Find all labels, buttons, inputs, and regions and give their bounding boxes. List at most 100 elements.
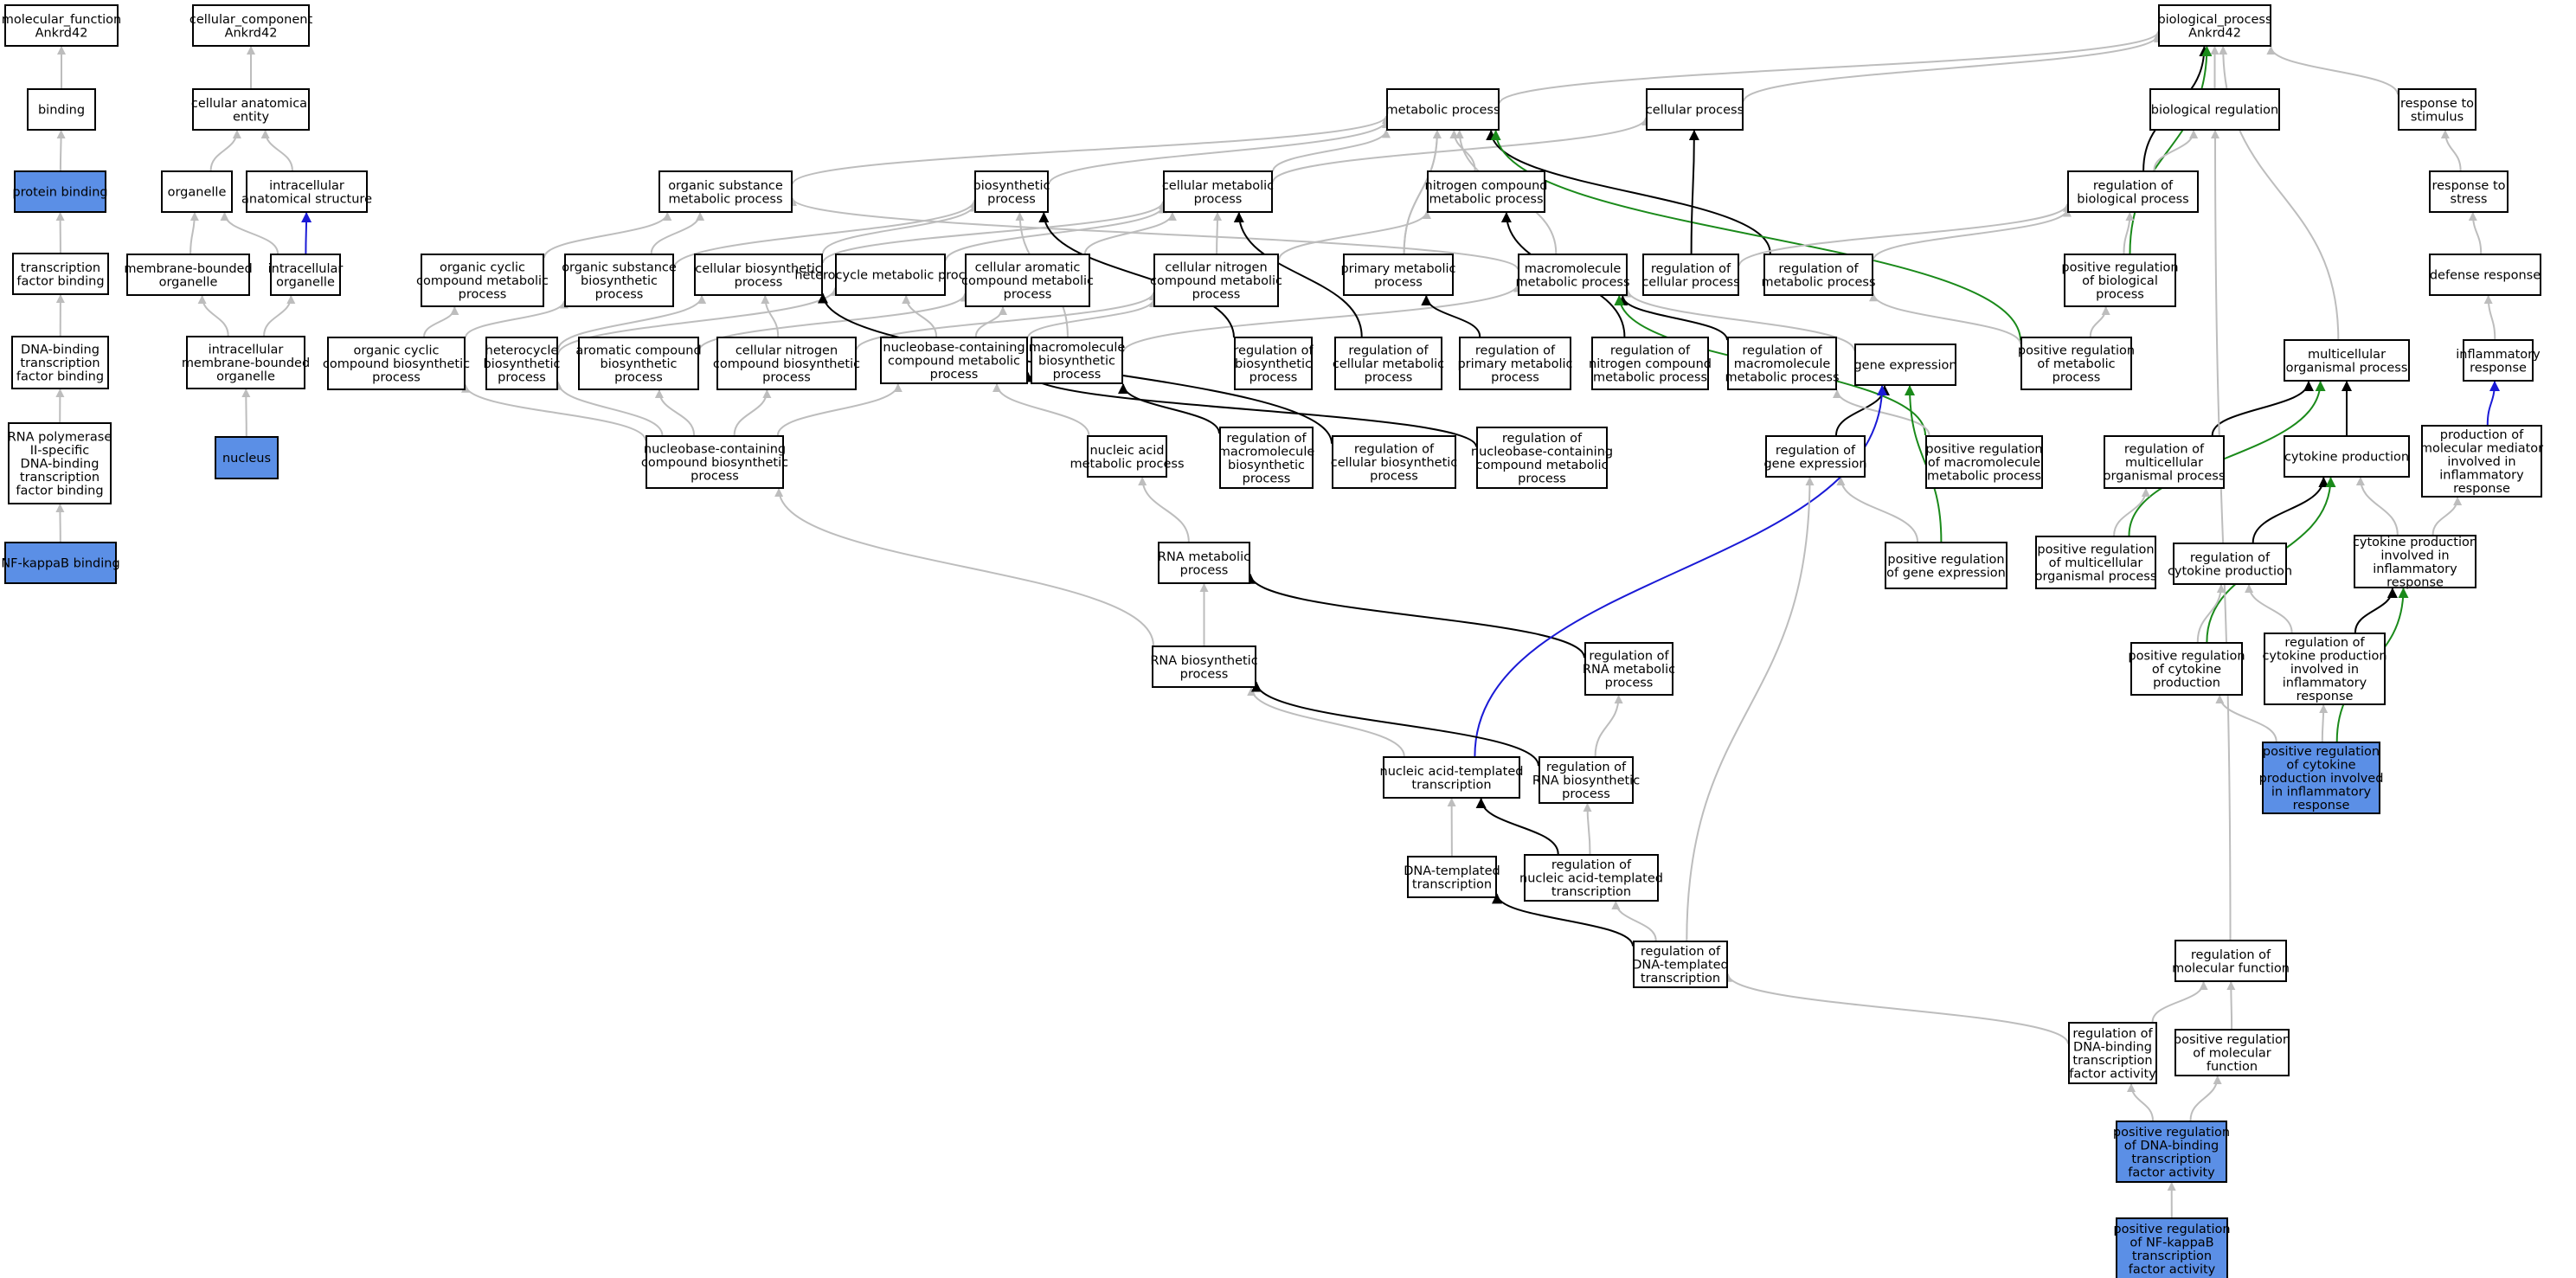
- go-term-node-organelle[interactable]: organelle: [161, 170, 233, 213]
- edge-regulates-reg_cyt_inflam-to-cyt_inflam: [2354, 588, 2398, 633]
- node-box: [1518, 254, 1628, 296]
- go-term-node-rnap2-binding[interactable]: RNA polymeraseII-specificDNA-bindingtran…: [8, 422, 112, 504]
- go-term-node-bioreg[interactable]: biological regulation: [2149, 88, 2280, 131]
- node-label-line: organelle: [216, 370, 275, 384]
- node-box: [716, 337, 857, 390]
- node-label-line: response to: [2400, 97, 2474, 111]
- go-term-node-hmp[interactable]: heterocycle metabolic process: [794, 254, 986, 296]
- go-term-node-reg-dbtfa[interactable]: regulation ofDNA-bindingtranscriptionfac…: [2068, 1022, 2157, 1084]
- node-label-line: response: [2293, 799, 2350, 812]
- go-term-node-reg-nbccmp[interactable]: regulation ofnucleobase-containingcompou…: [1471, 427, 1613, 489]
- node-label-line: metabolic process: [1515, 275, 1629, 289]
- node-label-line: regulation of: [2072, 1027, 2153, 1041]
- node-label-line: cellular anatomical: [191, 97, 311, 111]
- node-label-line: defense response: [2430, 269, 2541, 283]
- go-term-node-binding[interactable]: binding: [27, 88, 96, 131]
- edge-regulates-reg_mmp-to-mmp: [1617, 295, 1728, 341]
- node-label-line: metabolic process: [668, 192, 782, 206]
- go-term-node-protein-binding[interactable]: protein binding: [12, 170, 108, 213]
- node-label-line: Ankrd42: [35, 26, 88, 40]
- go-term-node-defense[interactable]: defense response: [2429, 254, 2541, 296]
- go-term-node-gexp[interactable]: gene expression: [1853, 344, 1957, 386]
- node-label-line: process: [1180, 563, 1229, 577]
- node-label-line: organismal process: [2035, 570, 2157, 584]
- go-term-node-reg-mbp[interactable]: regulation ofmacromoleculebiosyntheticpr…: [1218, 427, 1315, 489]
- go-term-node-nucleus[interactable]: nucleus: [215, 436, 279, 479]
- node-label-line: cellular metabolic: [1333, 357, 1444, 371]
- go-term-node-cellp[interactable]: cellular process: [1646, 88, 1744, 131]
- go-term-node-nfkb-binding[interactable]: NF-kappaB binding: [1, 542, 120, 584]
- edge-is-a-pos_reg_dbtfa-to-pos_reg_mf: [2189, 1076, 2222, 1121]
- go-term-node-metab[interactable]: metabolic process: [1385, 88, 1500, 131]
- go-term-node-cyt-prod[interactable]: cytokine production: [2284, 435, 2410, 478]
